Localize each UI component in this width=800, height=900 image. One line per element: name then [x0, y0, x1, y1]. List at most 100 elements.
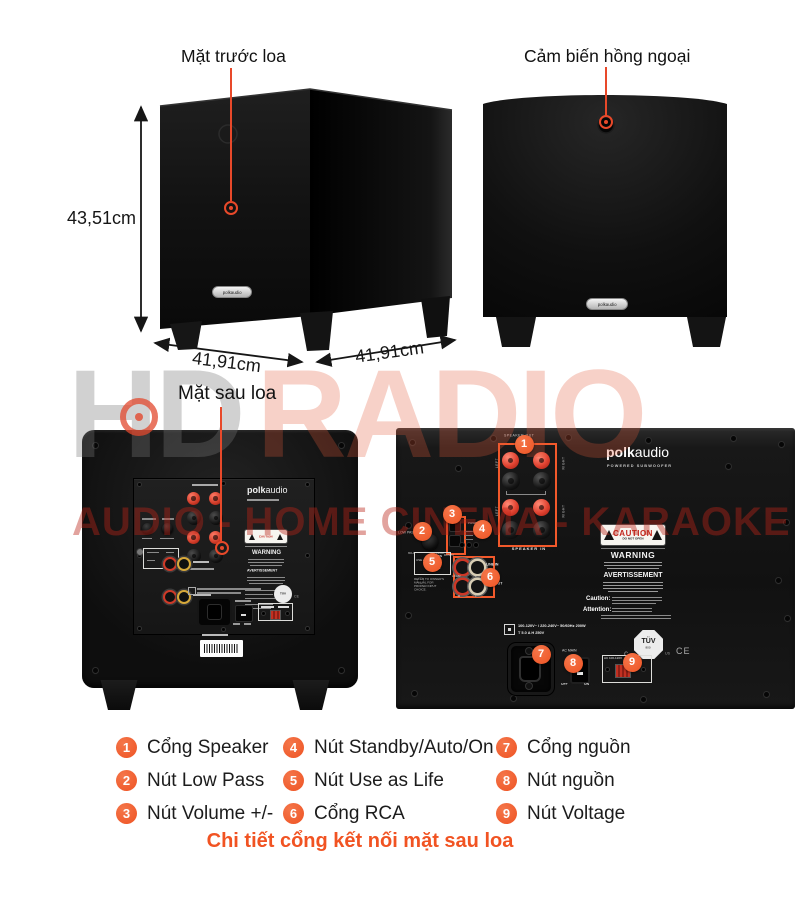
legend-column-1: 1 Cổng Speaker 2 Nút Low Pass 3 Nút Volu… [116, 731, 273, 830]
screw-icon [456, 466, 461, 471]
microtext-bar [248, 559, 284, 560]
microtext-bar [603, 585, 663, 586]
binding-post-red [209, 492, 222, 505]
rca-jack-white [471, 561, 484, 574]
off-label: OFF [561, 683, 568, 687]
microtext-bar [612, 603, 656, 604]
left-channel-label: LEFT [495, 505, 499, 517]
screw-icon [726, 464, 731, 469]
binding-post-black [533, 472, 551, 490]
ir-leader-dot [599, 115, 613, 129]
down-label: DOWN [444, 554, 454, 557]
l-label: L [475, 575, 477, 578]
line-out-microtext [193, 594, 211, 596]
right-channel-label: RIGHT [562, 504, 566, 518]
power-knob [162, 523, 173, 534]
microtext-bar [261, 606, 274, 608]
microtext-bar [245, 590, 275, 591]
legend-item: 7 Cổng nguồn [496, 731, 631, 764]
legend-item: 2 Nút Low Pass [116, 764, 273, 797]
callout-3: 3 [442, 504, 462, 524]
legend-item-label: Nút nguồn [527, 769, 615, 791]
spec-square-dot [508, 628, 511, 631]
warning-label: WARNING [610, 550, 656, 560]
screw-icon [93, 668, 98, 673]
legend-item-label: Cổng nguồn [527, 736, 631, 758]
microtext-bar [250, 565, 282, 566]
speaker-foot [300, 311, 333, 351]
rear-face-label: Mặt sau loa [178, 383, 277, 404]
brand-subtext: POWERED SUBWOOFER [607, 464, 673, 468]
binding-post-red [502, 452, 519, 469]
warning-triangle-icon [249, 534, 255, 540]
switch-hole [460, 543, 464, 547]
warning-text: WARNING [252, 550, 281, 556]
ac-main-label: AC MAIN [562, 649, 577, 653]
microtext-bar [604, 562, 662, 563]
screw-icon [222, 628, 225, 631]
voltage-slider [270, 610, 281, 620]
microtext-bar [465, 531, 473, 532]
power-inlet [197, 597, 232, 627]
screw-icon [764, 692, 769, 697]
microtext-bar [278, 606, 289, 608]
legend-item: 8 Nút nguồn [496, 764, 631, 797]
l-label: L [475, 595, 477, 598]
microtext-bar [601, 547, 665, 549]
screw-icon [138, 483, 141, 486]
on-microtext [244, 623, 251, 625]
serial-microtext [202, 634, 228, 636]
microtext-bar [612, 597, 662, 598]
microtext-bar [245, 594, 273, 595]
tuv-text: TÜV [280, 592, 286, 596]
width-left-dimension-arrow [153, 337, 304, 368]
rca-jack-yellow [179, 559, 189, 569]
binding-post-black [187, 549, 201, 563]
rear-leader-dot [215, 541, 229, 555]
legend-number-badge: 8 [496, 770, 517, 791]
bottom-caption: Chi tiết cổng kết nối mặt sau loa [206, 830, 514, 852]
legend-column-2: 4 Nút Standby/Auto/On 5 Nút Use as Life … [283, 731, 494, 830]
legend-item-label: Nút Use as Life [314, 769, 444, 791]
microtext-bar [603, 588, 663, 589]
legend-number-badge: 6 [283, 803, 304, 824]
callout-5: 5 [422, 552, 442, 572]
screw-icon [406, 523, 411, 528]
screw-icon [306, 627, 309, 630]
legend-number-badge: 7 [496, 737, 517, 758]
binding-post-black [187, 511, 201, 525]
rear-leader-line [220, 407, 222, 541]
legend-item-label: Nút Volume +/- [147, 802, 274, 824]
legend-item-label: Nút Voltage [527, 802, 626, 824]
badge-text: polkaudio [222, 289, 242, 295]
voltage-low-label: AC 100-120V [604, 657, 623, 660]
polkaudio-badge: polkaudio [212, 286, 252, 298]
r-label: R [458, 595, 461, 598]
microtext-bar [160, 538, 174, 539]
legend-number-badge: 3 [116, 803, 137, 824]
screw-icon [646, 438, 651, 443]
microtext-bar [247, 577, 285, 578]
switch-hole [474, 543, 478, 547]
avertissement-label: AVERTISSEMENT [603, 572, 663, 579]
us-mark: US [665, 652, 671, 656]
speaker-foot [687, 317, 726, 347]
switch-dash [577, 672, 583, 675]
legend-number-badge: 9 [496, 803, 517, 824]
binding-post-black [533, 521, 551, 539]
spec-microtext [197, 588, 261, 590]
legend-column-3: 7 Cổng nguồn 8 Nút nguồn 9 Nút Voltage [496, 731, 631, 830]
binding-post-black [502, 521, 520, 539]
legend-item-label: Nút Standby/Auto/On [314, 736, 494, 758]
callout-7: 7 [531, 644, 551, 664]
legend-item: 5 Nút Use as Life [283, 764, 494, 797]
ir-leader-line [605, 67, 607, 117]
binding-post-black [209, 511, 223, 525]
callout-6: 6 [480, 567, 500, 587]
front-face-label: Mặt trước loa [181, 46, 286, 66]
caution-text: CAUTION [259, 535, 273, 538]
microtext-bar [147, 560, 155, 561]
binding-post-red [209, 531, 222, 544]
screw-icon [511, 696, 516, 701]
tuv-mark: TÜV 800 [634, 630, 663, 659]
